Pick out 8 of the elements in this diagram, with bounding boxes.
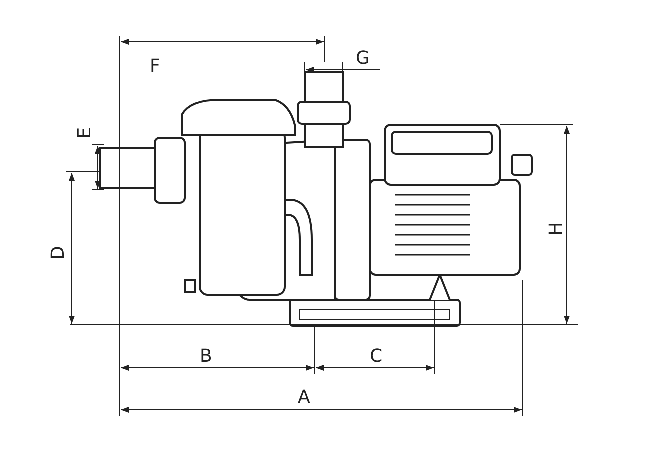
- dimension-label: C: [370, 348, 383, 366]
- dimension-label: A: [298, 389, 310, 407]
- dimension-label: E: [76, 127, 95, 139]
- dimension-label: D: [50, 246, 68, 260]
- dimension-label: F: [150, 58, 160, 76]
- dimension-label: B: [200, 348, 212, 366]
- dimension-label: H: [548, 222, 566, 236]
- dimension-label: G: [356, 50, 370, 68]
